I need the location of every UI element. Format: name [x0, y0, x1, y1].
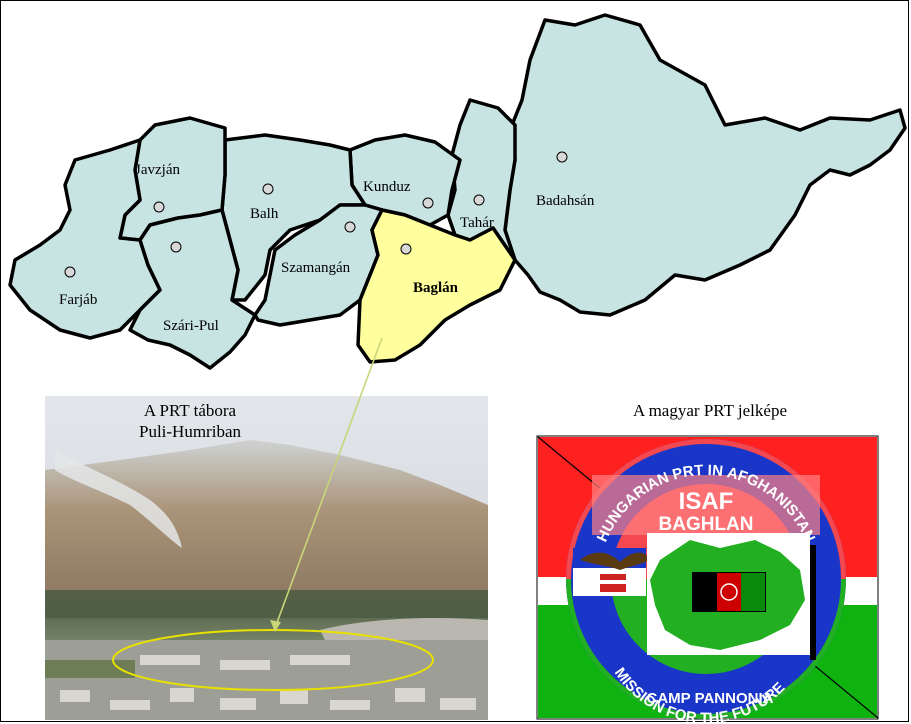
province-label-javzjan: Javzján [135, 162, 180, 178]
province-label-badahsan: Badahsán [536, 193, 595, 209]
emblem-baghlan: BAGHLAN [659, 514, 754, 535]
emblem-camp: CAMP PANNONIA [647, 690, 774, 707]
city-marker-kunduz [422, 197, 434, 209]
city-marker-szari-pul [170, 241, 182, 253]
city-marker-badahsan [556, 151, 568, 163]
province-szari-pul [128, 208, 257, 370]
city-marker-tahar [473, 194, 485, 206]
pointer-arrowhead [270, 620, 281, 632]
hungarian-prt-emblem: ISAF BAGHLAN HUNGARIAN PRT IN AFGHANISTA… [536, 435, 879, 724]
camp-ellipse [112, 629, 434, 691]
camp-photo [45, 396, 488, 720]
eagle-icon [580, 552, 650, 570]
province-badahsan [503, 13, 907, 317]
province-label-farjab: Farjáb [59, 292, 97, 308]
province-label-kunduz: Kunduz [363, 179, 411, 195]
province-label-balh: Balh [250, 206, 279, 222]
city-marker-javzjan [153, 201, 165, 213]
city-marker-balh [262, 183, 274, 195]
pointer-line [274, 337, 383, 629]
city-marker-baglan [400, 243, 412, 255]
province-label-szari-pul: Szári-Pul [163, 318, 219, 334]
photo-caption-line1: A PRT tábora [143, 401, 237, 420]
emblem-isaf: ISAF [679, 488, 734, 515]
photo-caption-line2: Puli-Humriban [139, 422, 241, 441]
photo-caption: A PRT tábora Puli-Humriban [70, 400, 310, 442]
province-farjab [8, 138, 162, 340]
city-marker-szamangan [344, 221, 356, 233]
province-baglan [356, 208, 517, 364]
province-label-szamangan: Szamangán [281, 260, 351, 276]
province-map: Farjáb Javzján Balh Szári-Pul Szamangán … [8, 13, 907, 370]
city-marker-farjab [64, 266, 76, 278]
province-szamangan [253, 203, 384, 327]
province-label-baglan: Baglán [413, 280, 459, 296]
province-label-tahar: Tahár [460, 215, 494, 231]
emblem-caption: A magyar PRT jelképe [633, 401, 787, 420]
